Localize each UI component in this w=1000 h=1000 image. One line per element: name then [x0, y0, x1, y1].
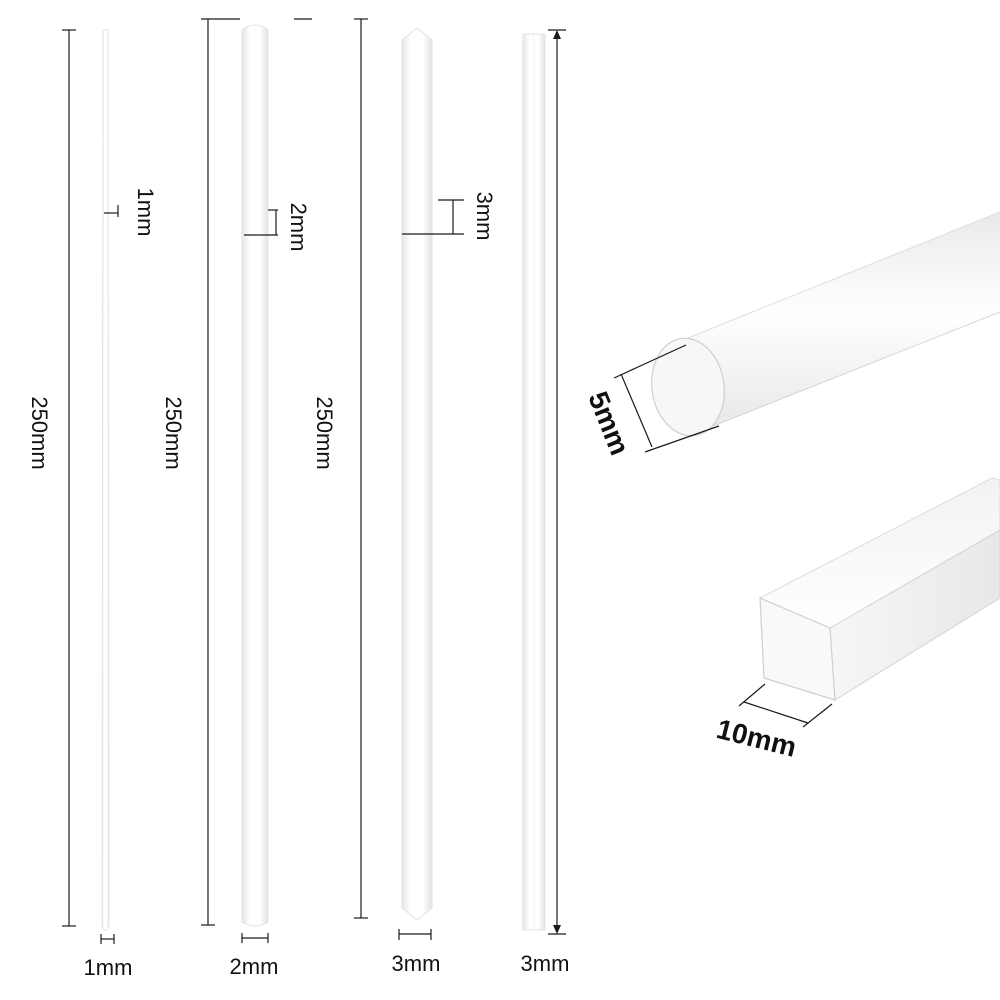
rod-2mm-detail-label: 2mm: [286, 203, 311, 252]
rod-1mm: 250mm 1mm 1mm: [27, 29, 158, 980]
closeup-round-label: 5mm: [582, 387, 635, 459]
rod-2mm-detail-dimension: [244, 209, 278, 236]
rod-3mm-square-width-label: 3mm: [521, 951, 570, 976]
rod-3mm-square: 3mm: [521, 29, 570, 976]
rod-3mm-length-label: 250mm: [312, 396, 337, 469]
rod-1mm-width-label: 1mm: [84, 955, 133, 980]
closeup-round-rod: 5mm: [582, 211, 1000, 459]
closeup-square-dimension: [738, 683, 833, 728]
rod-1mm-detail-dimension: [104, 205, 119, 217]
rod-2mm-body: [241, 24, 269, 927]
rod-3mm-square-length-dimension: [548, 29, 566, 935]
rod-2mm-length-dimension: [201, 18, 240, 926]
closeup-square-rod: 10mm: [713, 477, 1000, 763]
rod-3mm-body: [401, 27, 433, 921]
rod-3mm-width-label: 3mm: [392, 951, 441, 976]
rod-1mm-body: [101, 29, 110, 931]
rod-1mm-detail-label: 1mm: [133, 188, 158, 237]
rod-1mm-width-dimension: [100, 934, 115, 944]
closeup-square-label: 10mm: [713, 713, 799, 763]
rod-3mm-width-dimension: [398, 929, 432, 940]
closeup-round-rod-end: [651, 337, 725, 437]
rod-3mm-detail-label: 3mm: [472, 192, 497, 241]
rod-2mm-width-label: 2mm: [230, 954, 279, 979]
rod-1mm-length-label: 250mm: [27, 396, 52, 469]
rod-3mm: 250mm 3mm 3mm: [294, 18, 497, 976]
rod-2mm: 250mm 2mm 2mm: [161, 18, 311, 979]
rod-1mm-length-dimension: [62, 29, 76, 927]
rod-2mm-width-dimension: [241, 933, 269, 943]
rod-2mm-length-label: 250mm: [161, 396, 186, 469]
rod-3mm-detail-dimension: [402, 199, 464, 235]
rod-3mm-length-dimension: [294, 18, 368, 919]
closeup-round-dimension: [613, 344, 720, 453]
closeup-square-rod-end: [759, 597, 836, 701]
closeup-round-rod-body: [688, 212, 1000, 436]
